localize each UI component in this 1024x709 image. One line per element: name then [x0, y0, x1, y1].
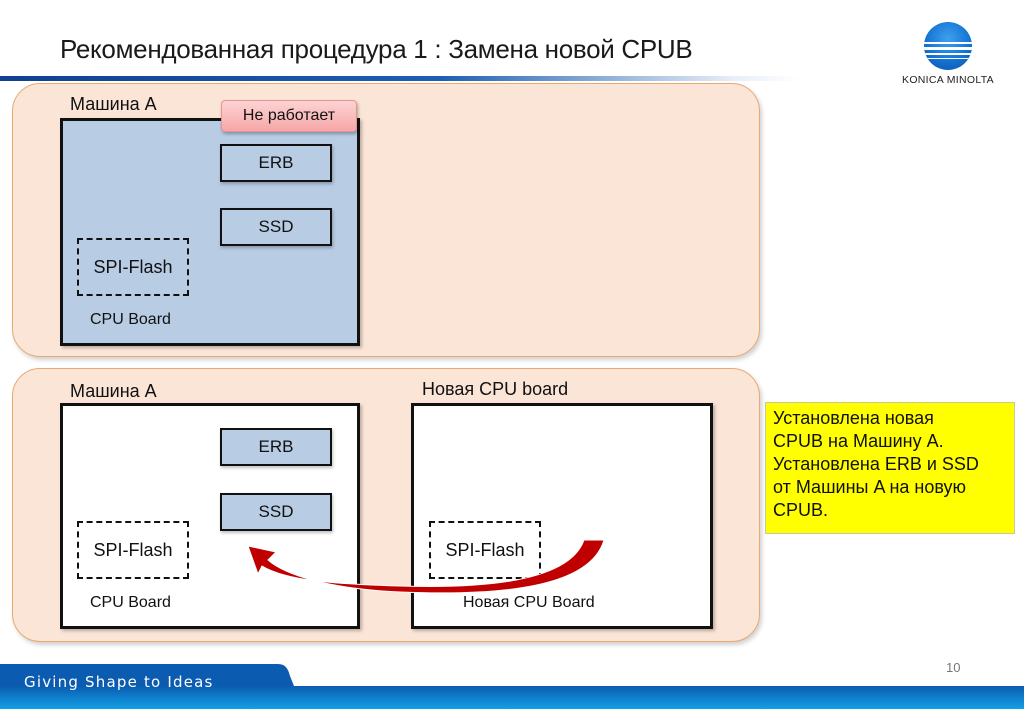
cpu-board-label: CPU Board — [90, 594, 171, 611]
logo-brand-text: KONICA MINOLTA — [902, 74, 994, 86]
note-line: Установлена новая — [773, 408, 934, 428]
spi-flash-chip: SPI-Flash — [77, 521, 189, 579]
title-divider — [0, 76, 800, 81]
note-line: CPUB. — [773, 500, 829, 520]
ssd-module: SSD — [220, 208, 332, 246]
footer-tagline: Giving Shape to Ideas — [24, 673, 214, 691]
globe-logo-icon — [924, 22, 972, 70]
note-box: Установлена новая CPUB на Машину A. Уста… — [765, 402, 1015, 534]
cpu-board-label: CPU Board — [90, 311, 171, 328]
footer-bar — [0, 686, 1024, 709]
page-number: 10 — [946, 660, 961, 675]
status-badge-not-working: Не работает — [221, 100, 357, 132]
erb-module: ERB — [220, 144, 332, 182]
note-line: от Машины A на новую — [773, 477, 967, 497]
erb-module: ERB — [220, 428, 332, 466]
ssd-module: SSD — [220, 493, 332, 531]
machine-a-label: Машина A — [70, 94, 157, 114]
note-line: CPUB на Машину A. — [773, 431, 944, 451]
new-cpu-board-label: Новая CPU Board — [463, 594, 595, 611]
slide-title: Рекомендованная процедура 1 : Замена нов… — [60, 34, 693, 64]
new-board-label: Новая CPU board — [422, 379, 569, 399]
new-board-spi-flash: SPI-Flash — [429, 521, 541, 579]
machine-a-label: Машина A — [70, 381, 157, 401]
spi-flash-chip: SPI-Flash — [77, 238, 189, 296]
note-line: Установлена ERB и SSD — [773, 454, 979, 474]
company-logo: KONICA MINOLTA — [888, 20, 1008, 90]
